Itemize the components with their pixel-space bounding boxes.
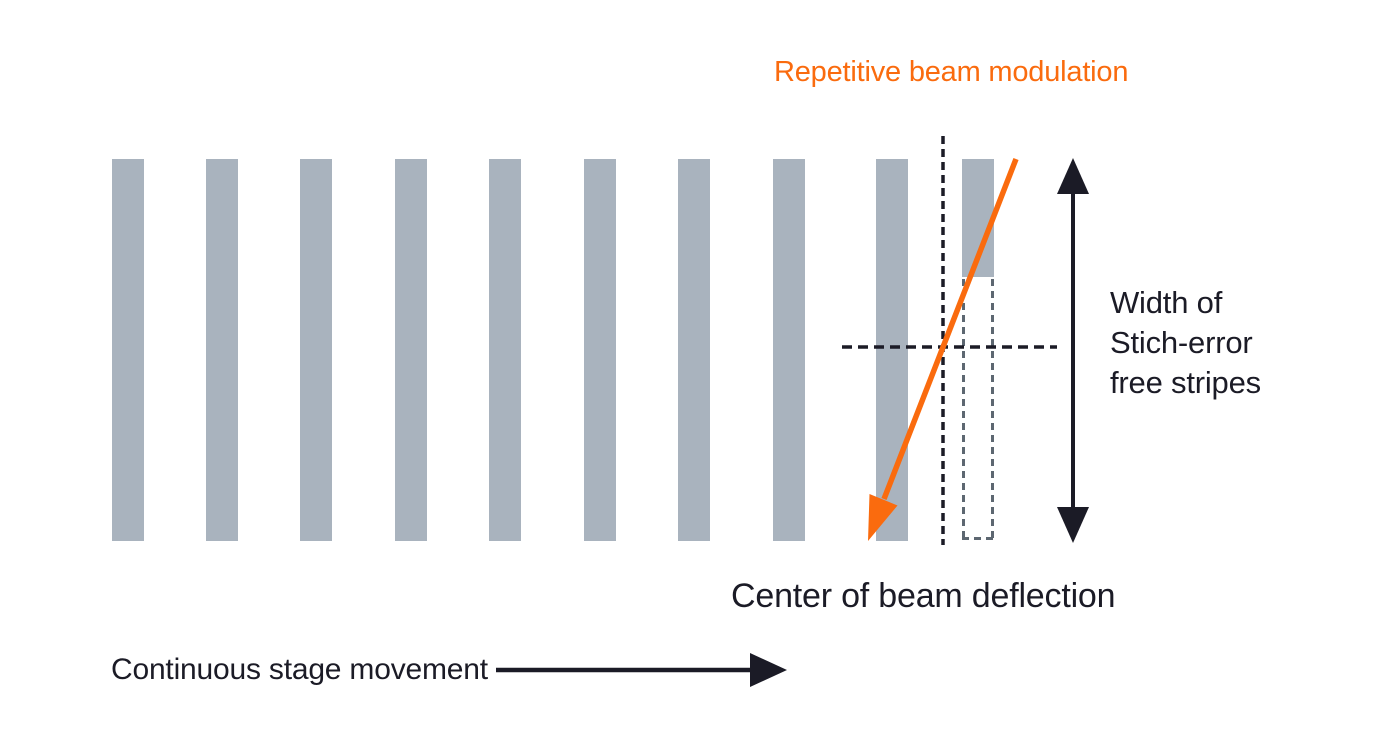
stripe <box>773 159 805 541</box>
stage-movement-arrow-head <box>750 653 787 687</box>
stripe <box>584 159 616 541</box>
stripe <box>206 159 238 541</box>
beam-modulation-arrow-icon <box>868 158 1019 541</box>
stripe-width-double-arrow-icon <box>1057 158 1089 543</box>
stripe <box>395 159 427 541</box>
stripe <box>112 159 144 541</box>
stripe-width-arrow-head-bottom <box>1057 507 1089 543</box>
stripe <box>489 159 521 541</box>
stripe <box>300 159 332 541</box>
stripe-width-arrow-head-top <box>1057 158 1089 194</box>
shifted-stripe-outline-icon <box>962 279 994 540</box>
beam-modulation-arrow-head <box>868 494 898 541</box>
label-width-of-stitch-error-free-stripes: Width of Stich-error free stripes <box>1110 285 1261 400</box>
label-continuous-stage-movement: Continuous stage movement <box>111 653 488 686</box>
stage-movement-arrow-icon <box>496 653 787 687</box>
beam-modulation-arrow-shaft <box>881 158 1019 500</box>
label-repetitive-beam-modulation: Repetitive beam modulation <box>774 56 1129 88</box>
stripe <box>678 159 710 541</box>
label-center-of-beam-deflection: Center of beam deflection <box>731 577 1116 615</box>
